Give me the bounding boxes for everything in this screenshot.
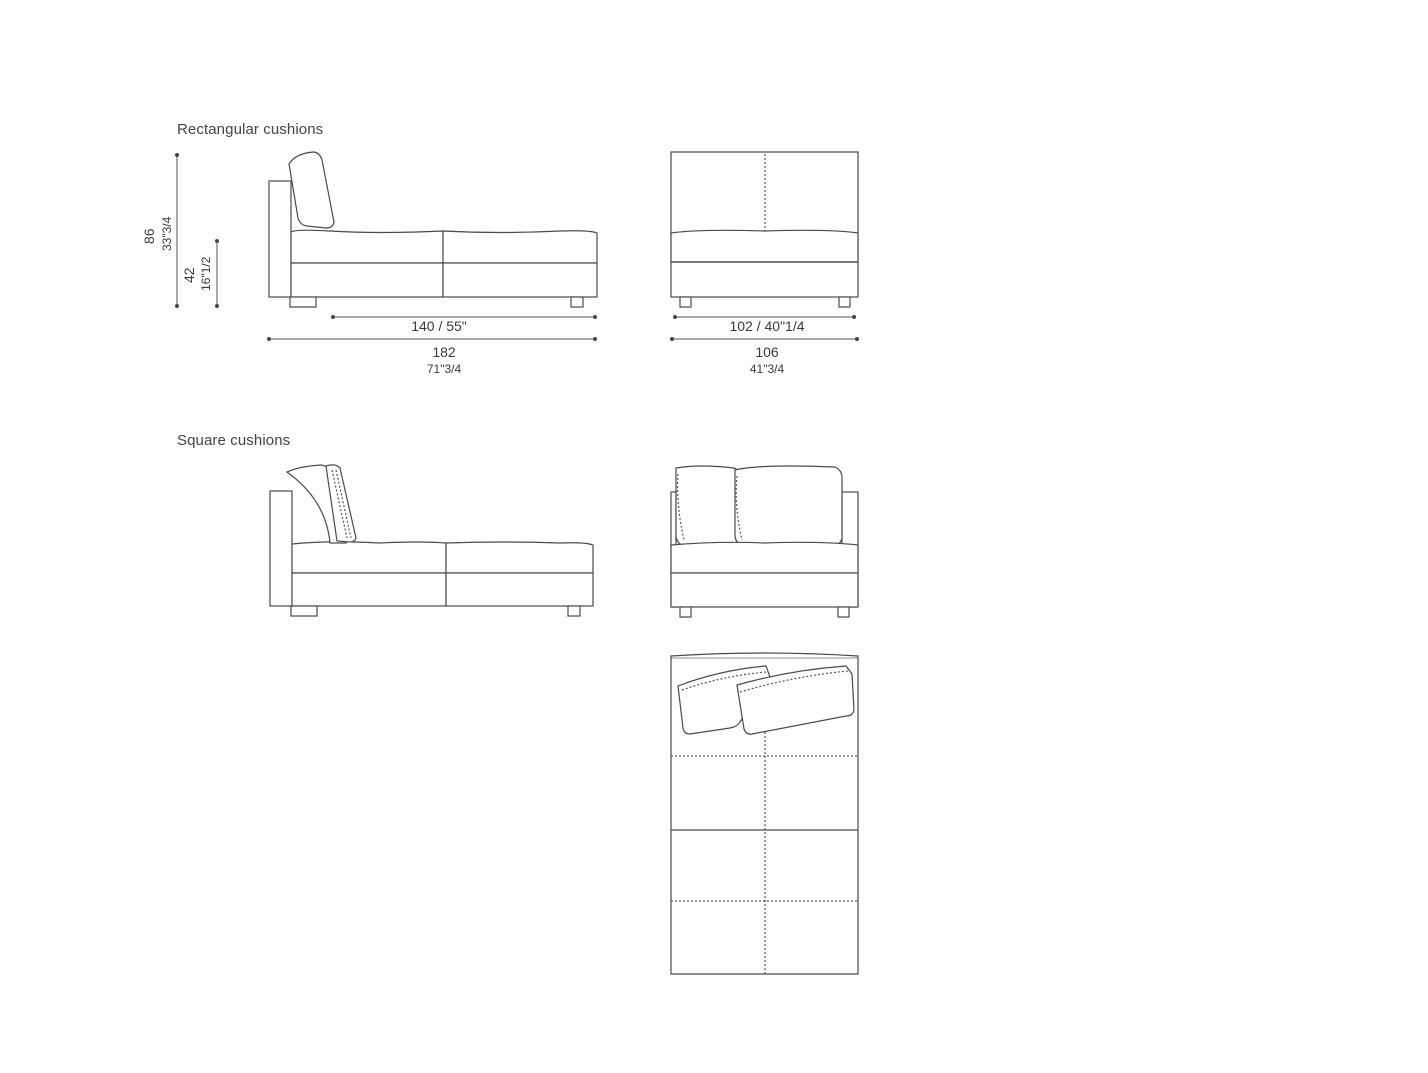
foot-4 (838, 296, 851, 308)
seat-cushion-2 (445, 541, 594, 574)
square-side-view (269, 464, 594, 617)
back-cushion (288, 151, 335, 229)
foot-3 (679, 296, 692, 308)
foot-1 (290, 605, 318, 617)
section-title-square: Square cushions (177, 432, 291, 449)
length-total-cm: 182 (432, 344, 456, 360)
base-front (670, 572, 859, 608)
seat-front (670, 541, 859, 574)
foot-4 (837, 606, 850, 618)
seat-cushion-1 (290, 229, 444, 264)
armrest (268, 180, 292, 298)
back-cushion-front (325, 464, 357, 543)
square-front-view (670, 465, 859, 618)
foot-2 (567, 605, 581, 617)
back-cushion-right (734, 465, 843, 547)
rect-side-view (268, 151, 598, 308)
seat-width-label: 102 / 40"1/4 (729, 318, 805, 334)
seat-cushion-2 (442, 230, 598, 264)
section-title-rectangular: Rectangular cushions (177, 121, 324, 138)
dimension-lines (175, 153, 859, 341)
square-top-view (670, 652, 859, 975)
base-2 (442, 262, 598, 298)
base-2 (445, 572, 594, 607)
seat-depth-label: 140 / 55" (411, 318, 467, 334)
armrest (269, 490, 293, 607)
seat-front (670, 229, 859, 263)
width-total-cm: 106 (755, 344, 779, 360)
base-1 (291, 572, 447, 607)
foot-1 (289, 296, 317, 308)
back-cushion-left (675, 465, 740, 547)
pillow-right (736, 665, 855, 735)
base-1 (290, 262, 444, 298)
foot-3 (679, 606, 692, 618)
rect-front-view (670, 151, 859, 308)
back-panel (670, 151, 859, 298)
seat-cushion-1 (291, 541, 447, 574)
length-total-in: 71"3/4 (426, 362, 462, 376)
foot-2 (570, 296, 584, 308)
width-total-in: 41"3/4 (749, 362, 785, 376)
